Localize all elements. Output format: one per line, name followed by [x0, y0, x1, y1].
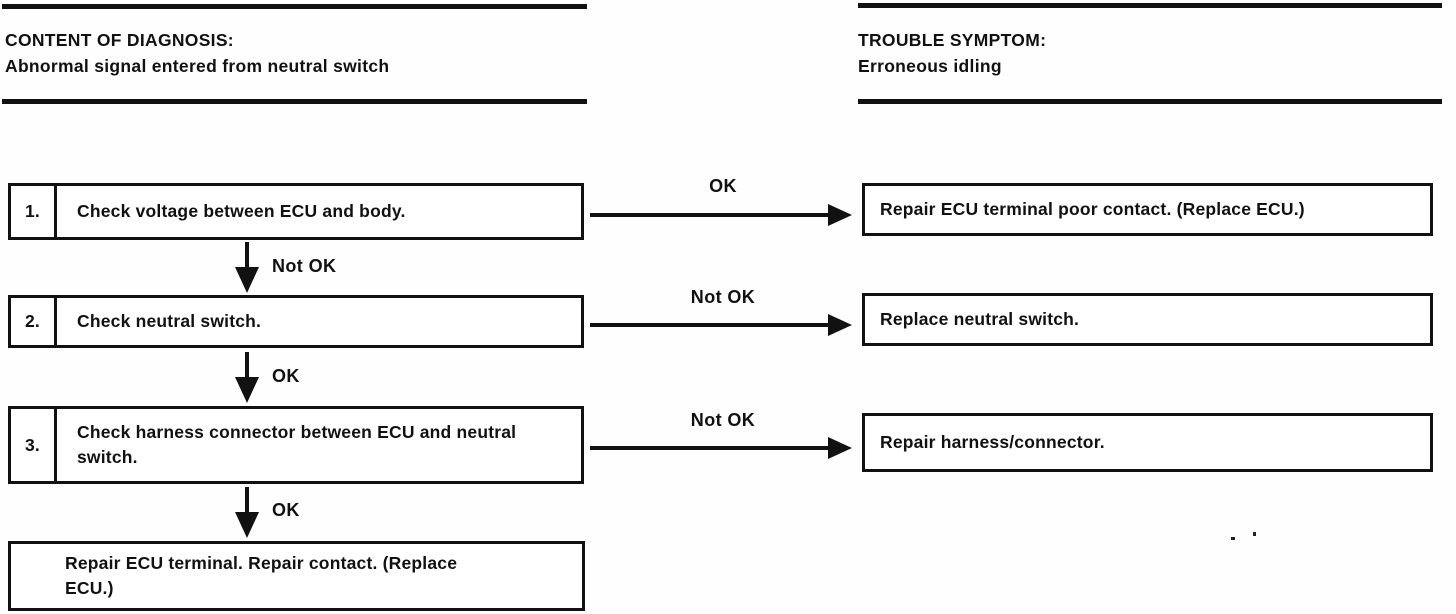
arrow-down-3-icon	[235, 512, 259, 538]
arrow-right-2-icon	[828, 314, 852, 336]
arrow-right-2-stem	[590, 323, 828, 327]
arrow-down-1-icon	[235, 267, 259, 293]
step-2-box: 2. Check neutral switch.	[8, 295, 584, 348]
bottom-rule-right	[858, 99, 1442, 104]
result-2-box: Replace neutral switch.	[862, 293, 1433, 346]
arrow-right-2-label: Not OK	[690, 287, 756, 307]
arrow-right-3-icon	[828, 437, 852, 459]
step-1-box: 1. Check voltage between ECU and body.	[8, 183, 584, 240]
step-1-number: 1.	[11, 186, 57, 237]
final-action-text: Repair ECU terminal. Repair contact. (Re…	[65, 553, 458, 598]
step-3-number: 3.	[11, 409, 57, 481]
result-1-box: Repair ECU terminal poor contact. (Repla…	[862, 183, 1433, 236]
content-of-diagnosis-title: CONTENT OF DIAGNOSIS:	[5, 30, 234, 50]
scan-artifact	[1231, 537, 1235, 540]
trouble-symptom-subtitle: Erroneous idling	[858, 56, 1002, 76]
step-1-text: Check voltage between ECU and body.	[77, 201, 406, 221]
result-3-text: Repair harness/connector.	[880, 432, 1105, 452]
content-of-diagnosis-header: CONTENT OF DIAGNOSIS: Abnormal signal en…	[5, 27, 389, 79]
arrow-down-1-stem	[245, 242, 249, 272]
arrow-down-2-stem	[245, 352, 249, 382]
step-2-number: 2.	[11, 298, 57, 345]
arrow-right-1-label: OK	[709, 176, 737, 196]
arrow-down-2-icon	[235, 377, 259, 403]
step-2-text: Check neutral switch.	[77, 311, 262, 331]
result-3-box: Repair harness/connector.	[862, 413, 1433, 472]
result-2-text: Replace neutral switch.	[880, 309, 1080, 329]
arrow-right-3-label: Not OK	[690, 410, 756, 430]
step-3-box: 3. Check harness connector between ECU a…	[8, 406, 584, 484]
arrow-right-1-stem	[590, 213, 828, 217]
top-rule-left	[2, 4, 587, 9]
trouble-symptom-title: TROUBLE SYMPTOM:	[858, 30, 1047, 50]
result-1-text: Repair ECU terminal poor contact. (Repla…	[880, 199, 1305, 219]
content-of-diagnosis-subtitle: Abnormal signal entered from neutral swi…	[5, 56, 390, 76]
bottom-rule-left	[2, 99, 587, 104]
step-3-text: Check harness connector between ECU and …	[77, 422, 517, 467]
scan-artifact	[1253, 532, 1256, 536]
arrow-down-3-stem	[245, 487, 249, 517]
arrow-down-2-label: OK	[272, 366, 300, 386]
arrow-right-1-icon	[828, 204, 852, 226]
arrow-down-1-label: Not OK	[272, 256, 337, 276]
arrow-down-3-label: OK	[272, 500, 300, 520]
arrow-right-3-stem	[590, 446, 828, 450]
final-action-box: Repair ECU terminal. Repair contact. (Re…	[8, 541, 585, 611]
trouble-symptom-header: TROUBLE SYMPTOM: Erroneous idling	[858, 27, 1046, 79]
top-rule-right	[858, 3, 1442, 8]
